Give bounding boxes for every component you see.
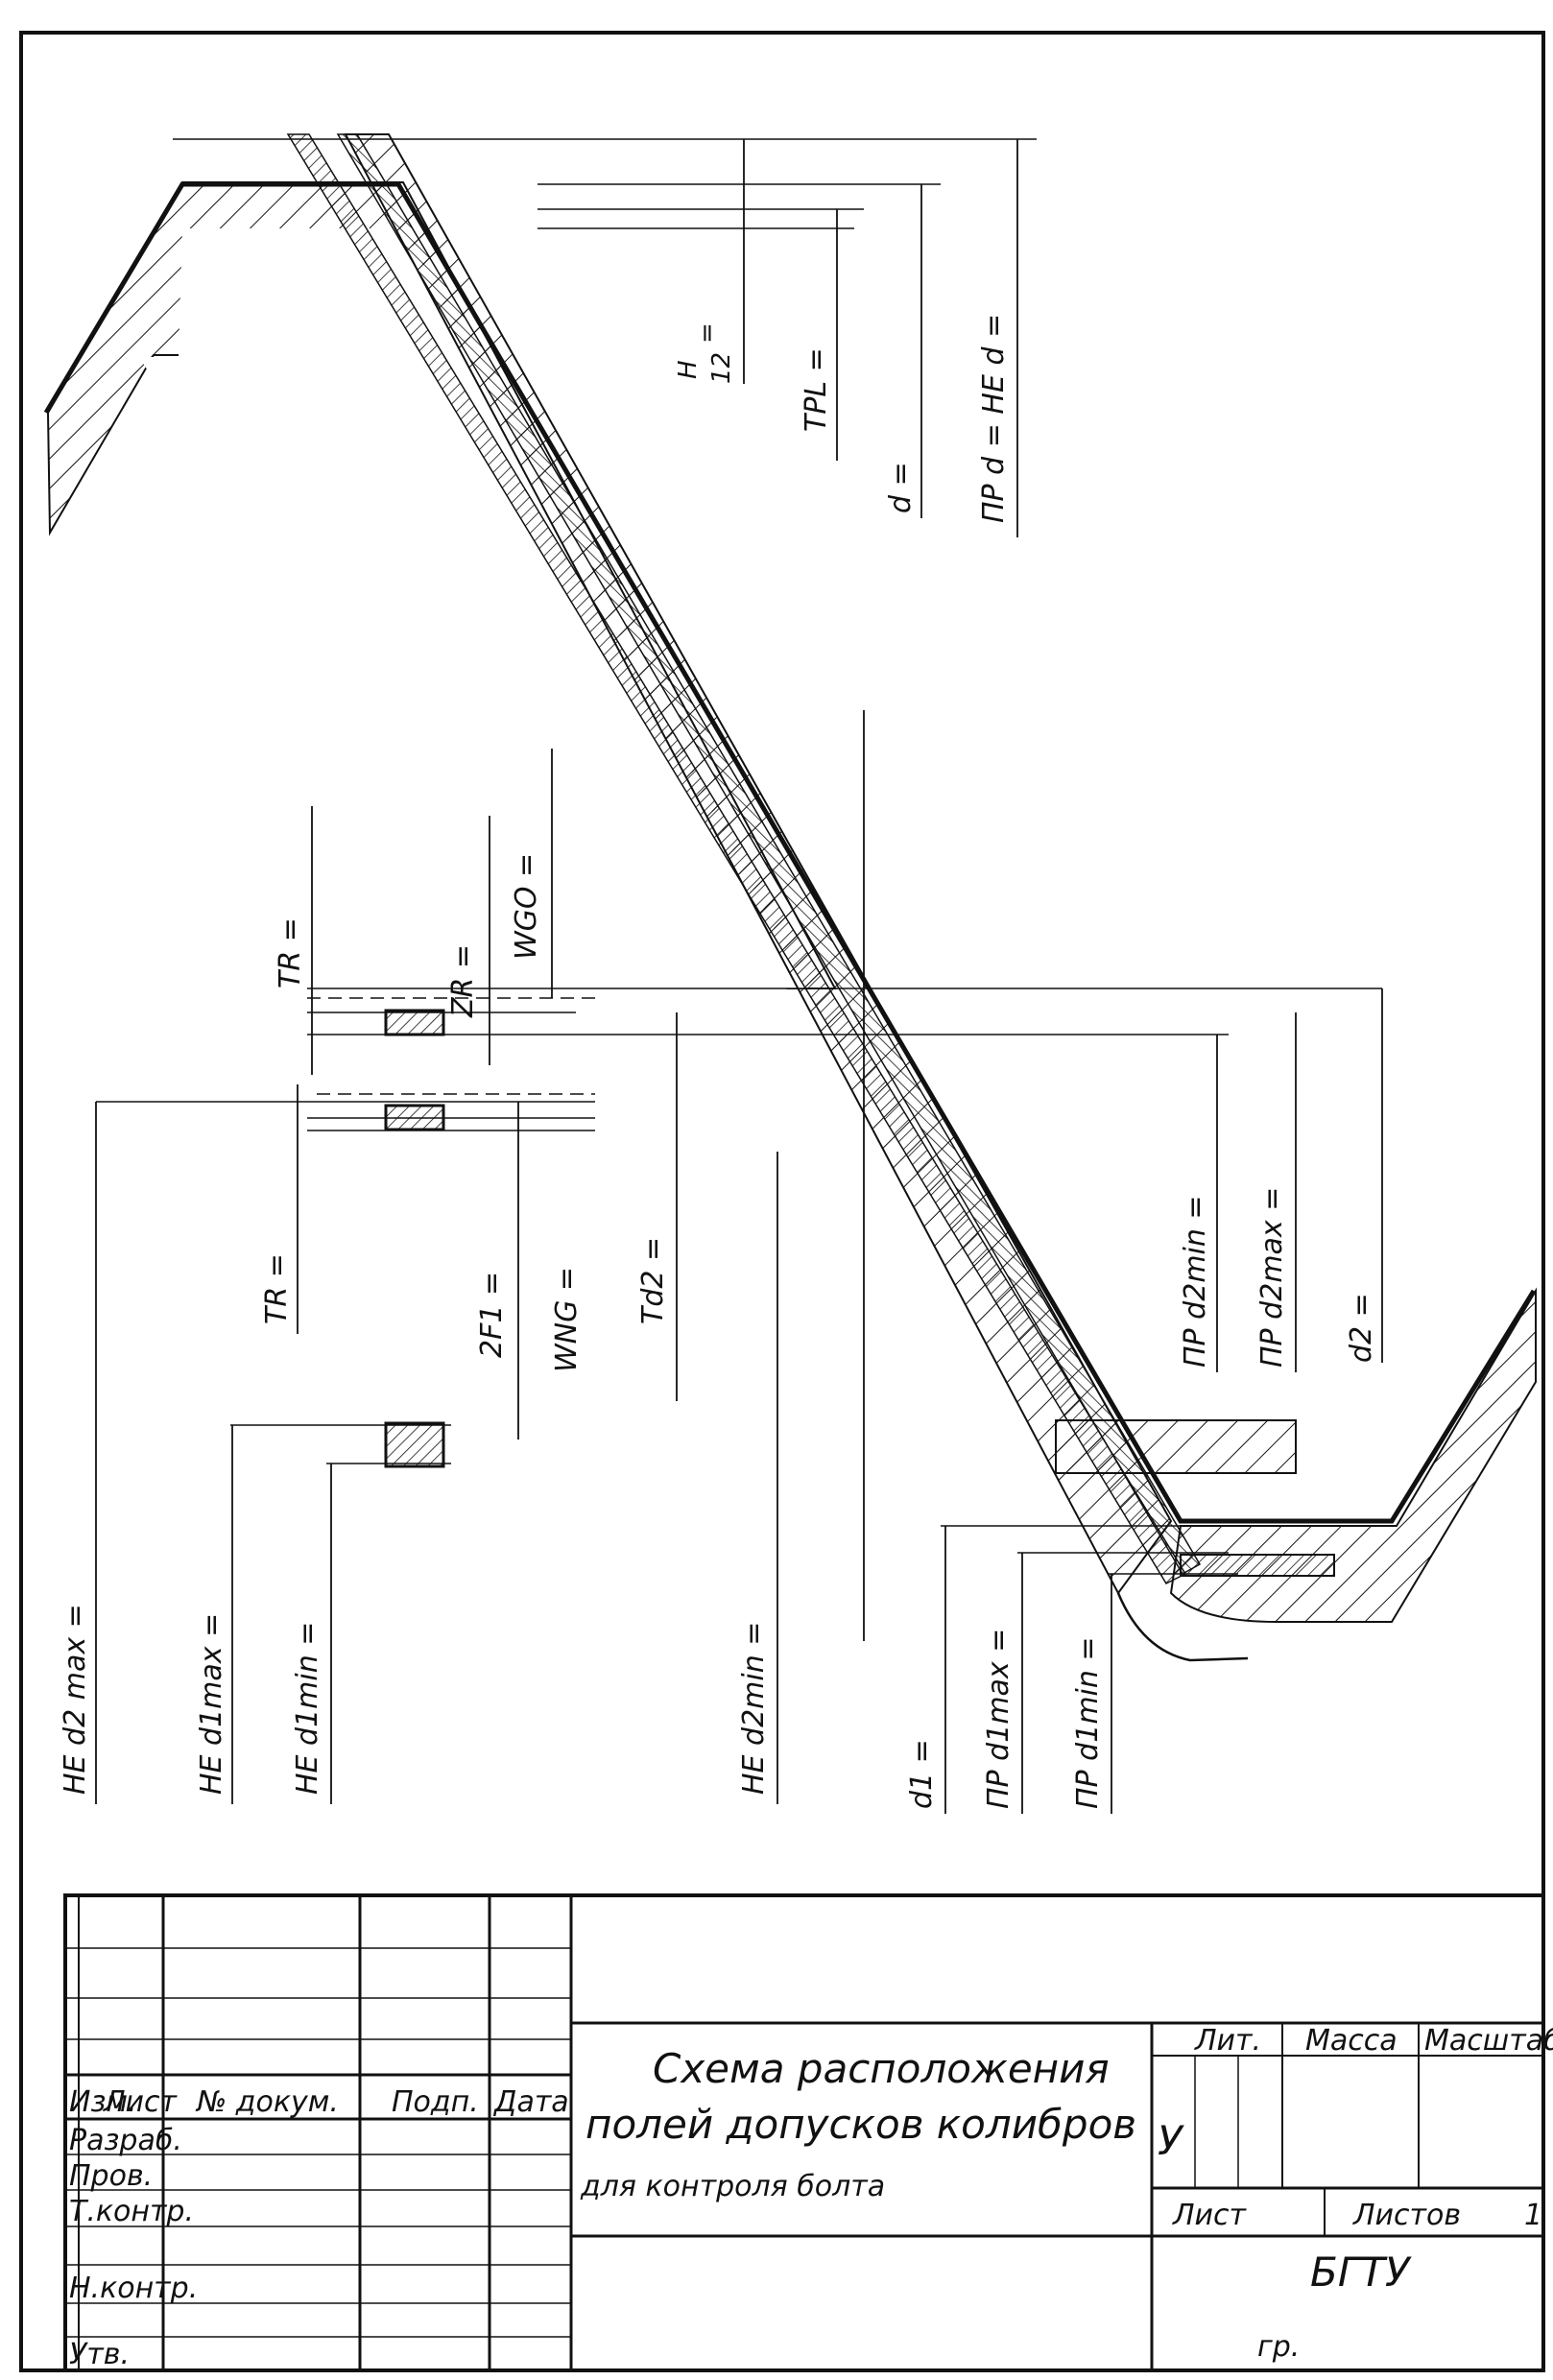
label-tr-bottom: TR = [260,1253,294,1324]
drawing-title-line1: Схема расположения [653,2045,1110,2092]
label-pr-d2max: ПР d2max = [1255,1187,1289,1368]
tb-row-tkontr: Т.контр. [69,2195,194,2228]
hatched-bar-1 [1055,1419,1297,1474]
label-pr-d1max: ПР d1max = [982,1629,1015,1809]
fine-strip-1 [286,133,1187,1584]
tb-col-izm: Изм. [69,2085,137,2119]
label-h12-den: 12 [707,352,736,384]
label-tr-top: TR = [274,917,307,988]
tb-group: гр. [1257,2330,1300,2364]
label-h12-eq: = [693,322,722,344]
tb-sheet: Лист [1172,2199,1248,2232]
drawing-title-line2: полей допусков колибров [585,2101,1136,2148]
label-h12-num: H [674,360,703,379]
label-he-d1max: НЕ d1max = [195,1613,228,1795]
label-d1: d1 = [905,1739,939,1809]
label-pr-d-he-d: ПР d = НЕ d = [977,314,1011,523]
label-wng: WNG = [550,1267,584,1372]
title-block [63,1893,1545,2372]
tb-lit: Лит. [1194,2024,1261,2058]
tb-row-razrab: Разраб. [69,2124,182,2157]
label-td2: Td2 = [636,1237,670,1324]
tb-row-prov: Пров. [69,2159,153,2193]
tolerance-box-1 [384,1009,445,1036]
tb-massa: Масса [1305,2024,1398,2058]
profile-bold-line [43,181,1537,1524]
tolerance-box-3 [384,1421,445,1468]
tb-row-nkontr: Н.контр. [69,2272,198,2305]
dimension-labels: H 12 = TPL = d = ПР d = НЕ d = TR = ZR =… [59,314,1378,1809]
root-curve [1116,1592,1249,1662]
tb-sheets: Листов [1352,2199,1461,2232]
tolerance-boxes [384,1009,445,1468]
tolerance-box-2 [384,1104,445,1131]
tb-col-list: Лист [103,2085,179,2119]
dimension-lines [95,139,1383,1814]
tb-org: БГТУ [1310,2249,1412,2296]
label-pr-d1min: ПР d1min = [1071,1636,1105,1809]
thread-profile [43,133,1537,1662]
tb-lit-value: У [1158,2117,1184,2164]
label-pr-d2min: ПР d2min = [1179,1195,1212,1368]
label-he-d2max: НЕ d2 max = [59,1604,92,1795]
label-d: d = [884,462,918,513]
hatched-region-bottom [1169,1287,1537,1623]
label-2f1: 2F1 = [475,1272,509,1358]
tb-sheets-count: 1 [1524,2199,1542,2232]
label-d2: d2 = [1345,1293,1378,1363]
label-tpl: TPL = [800,347,833,432]
label-zr: ZR = [446,944,480,1018]
label-he-d1min: НЕ d1min = [291,1622,324,1795]
label-he-d2min: НЕ d2min = [737,1622,771,1795]
hatched-bar-2 [1180,1554,1335,1577]
label-wgo: WGO = [510,853,543,960]
tb-masshtab: Масштаб [1424,2024,1553,2058]
tb-col-data: Дата [492,2085,569,2119]
title-block-text: Изм. Лист № докум. Подп. Дата Разраб. Пр… [69,2024,1553,2371]
tb-row-utv: Утв. [69,2338,130,2371]
drawing-title-line3: для контроля болта [580,2170,885,2203]
tb-col-podp: Подп. [392,2085,479,2119]
tb-col-doc: № докум. [195,2085,339,2119]
